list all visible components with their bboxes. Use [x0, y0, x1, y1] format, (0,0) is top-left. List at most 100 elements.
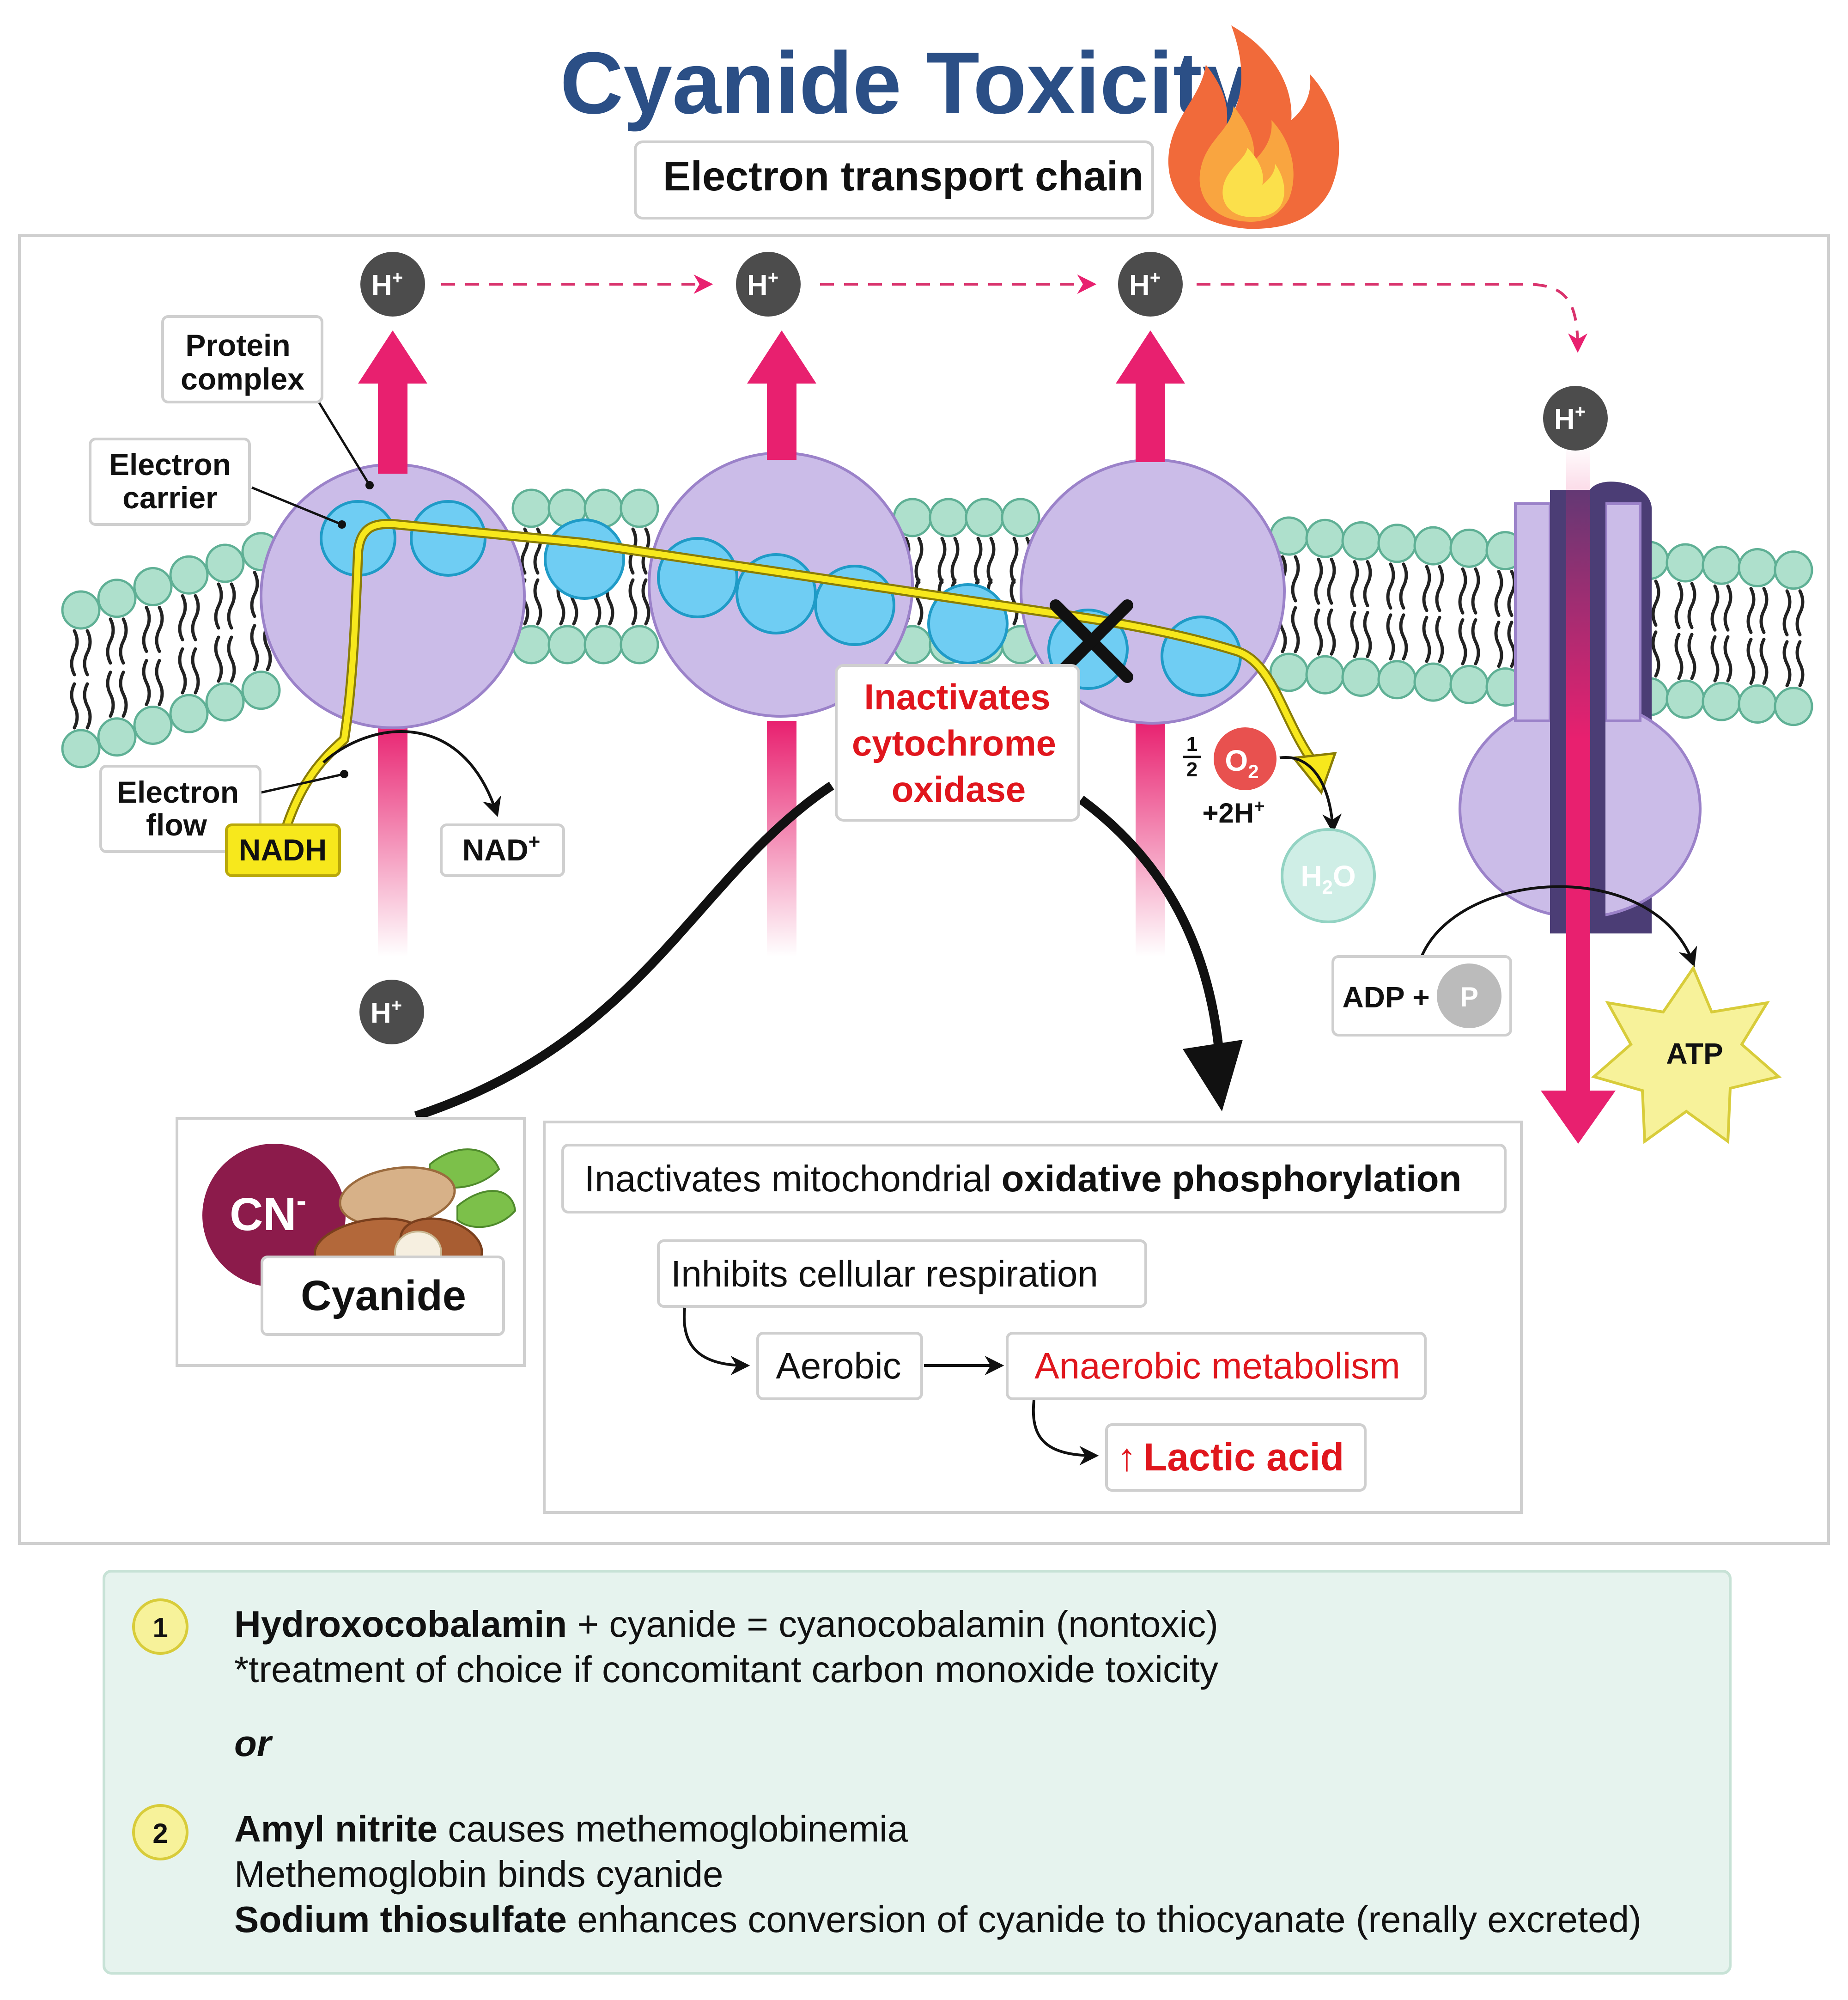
proton-gradient-dashes: [441, 274, 1587, 353]
lipid-tail: [1687, 582, 1696, 629]
svg-text:ATP: ATP: [1666, 1037, 1723, 1070]
lipid-head: [1666, 543, 1705, 583]
callout-to-cyanide: [414, 781, 834, 1121]
treatment-or: or: [234, 1723, 273, 1764]
lipid-head: [1774, 687, 1813, 726]
lipid-tail: [1651, 630, 1660, 678]
lipid-tail: [106, 671, 115, 718]
lipid-tail: [155, 605, 164, 653]
lipid-tail: [1386, 562, 1395, 610]
atp-synthase: [1459, 444, 1702, 1144]
lipid-tail: [1291, 606, 1300, 653]
subtitle-box: [634, 140, 1154, 220]
lipid-tail: [1435, 565, 1444, 612]
treatment-number-2: 2: [132, 1804, 188, 1860]
electron-carrier-label-1: Electron: [109, 447, 231, 482]
lipid-head: [1305, 518, 1345, 558]
effects-headline: Inactivates mitochondrial oxidative phos…: [584, 1158, 1461, 1199]
lipid-head: [965, 498, 1004, 537]
lipid-tail: [1494, 621, 1503, 668]
inhibits-to-aerobic-arrow: [682, 1307, 750, 1375]
lipid-tail: [1399, 613, 1408, 661]
electron-carrier-leader: [251, 486, 342, 526]
callout-to-effects-arrowhead: [1183, 1040, 1243, 1111]
nadh-to-nad-arrow: [322, 730, 501, 817]
lipid-tail: [1350, 611, 1359, 659]
lipid-head: [97, 717, 137, 757]
electron-flow-label-1: Electron: [117, 775, 239, 809]
svg-text:H2O: H2O: [1301, 860, 1356, 898]
lipid-tail: [1782, 640, 1792, 688]
cyanide-ion: CN-: [202, 1144, 346, 1287]
lipid-tail: [1471, 567, 1480, 615]
svg-text:H+: H+: [371, 268, 403, 301]
lipid-tail: [83, 682, 92, 730]
lipid-tail: [106, 617, 115, 665]
nad-label: NAD+: [462, 830, 541, 867]
lipid-head: [1341, 521, 1381, 561]
electron-flow-leader: [261, 773, 345, 794]
electron-flow-line-core: [281, 521, 1319, 835]
lipid-tail: [1746, 638, 1756, 685]
proton-pump-arrow-3: [1116, 330, 1185, 462]
proton-circle-4: H+: [1543, 386, 1608, 451]
svg-text:2: 2: [152, 1818, 168, 1849]
phosphate-circle: P: [1437, 963, 1502, 1028]
lipid-tail: [1651, 579, 1660, 627]
lipid-tail: [1687, 633, 1696, 680]
lipid-tail: [178, 647, 187, 695]
anaerobic-label: Anaerobic metabolism: [1034, 1345, 1400, 1386]
lipid-head: [1738, 684, 1777, 724]
protein-complex-label-box: [161, 315, 323, 403]
lipid-head: [1305, 655, 1345, 695]
lipid-tail: [214, 582, 223, 630]
carrier-3b: [1161, 616, 1242, 697]
lipid-head: [1738, 548, 1777, 588]
lipid-tail: [1399, 562, 1408, 610]
lipid-tail: [1494, 570, 1503, 617]
subtitle: Electron transport chain: [663, 153, 1143, 200]
lipid-tail: [1795, 589, 1805, 637]
proton-circle-2: H+: [736, 252, 801, 317]
lipid-tail: [1327, 557, 1336, 605]
page-title: Cyanide Toxicity: [560, 34, 1251, 132]
lipid-head: [584, 625, 623, 665]
lipid-tail: [191, 647, 200, 695]
anaerobic-box: [1006, 1332, 1427, 1400]
proton-pump-arrow-2: [747, 330, 816, 460]
carrier-mobile-1: [544, 518, 625, 600]
treatment-2-line-1: Amyl nitrite causes methemoglobinemia: [234, 1808, 908, 1849]
lipid-tail: [178, 594, 187, 641]
svg-text:CN-: CN-: [230, 1184, 306, 1240]
lipid-head: [511, 488, 551, 528]
lipid-tail: [250, 571, 259, 618]
lipid-tail: [191, 594, 200, 641]
lipid-head: [620, 625, 659, 665]
inactivates-callout-box: [835, 664, 1080, 822]
oxygen-molecule: O2: [1214, 727, 1277, 790]
lipid-head: [1702, 682, 1741, 721]
lipid-tail: [155, 659, 164, 706]
protein-complex-1: [260, 463, 526, 729]
effects-headline-box: [561, 1144, 1507, 1213]
lipid-tail: [227, 635, 236, 683]
svg-text:1: 1: [1186, 733, 1198, 756]
lipid-head: [1702, 545, 1741, 585]
cyanide-label: Cyanide: [301, 1272, 466, 1319]
lipid-tail: [986, 537, 996, 584]
electron-carrier-label-box: [89, 438, 251, 526]
nadh-label-box: [225, 823, 341, 877]
svg-text:H+: H+: [1554, 402, 1586, 435]
inactivates-line-3: oxidase: [892, 769, 1026, 810]
lipid-head: [241, 671, 281, 710]
aerobic-box: [756, 1332, 923, 1400]
electron-carrier-label-2: carrier: [122, 481, 218, 515]
nad-label-box: [440, 823, 565, 877]
lipid-tail: [1386, 613, 1395, 661]
lipid-head: [547, 625, 587, 665]
lipid-head: [205, 543, 245, 583]
lactic-box: [1105, 1423, 1367, 1492]
lipid-tail: [70, 629, 79, 677]
proton-circle-1: H+: [360, 252, 425, 317]
carrier-1b: [410, 500, 486, 577]
